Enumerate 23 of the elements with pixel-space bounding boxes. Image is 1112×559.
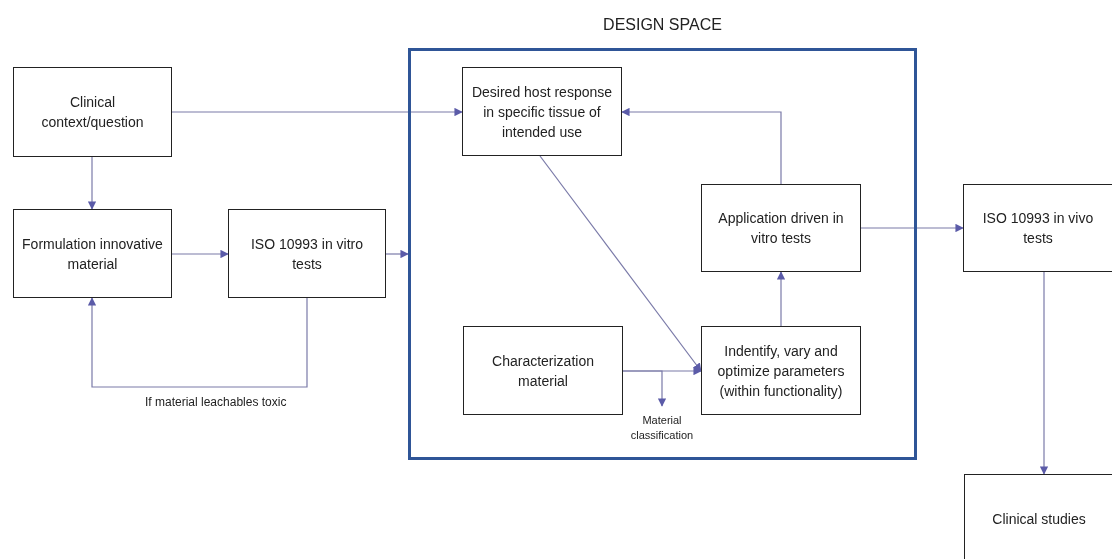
arrow — [539, 155, 702, 372]
process-box: ISO 10993 in vivo tests — [963, 184, 1112, 272]
arrow — [622, 370, 667, 407]
process-box: Clinical studies — [964, 474, 1112, 559]
process-box: Clinical context/question — [13, 67, 172, 157]
arrow — [1039, 271, 1049, 475]
process-box: ISO 10993 in vitro tests — [228, 209, 386, 298]
note-text: Material classification — [625, 406, 699, 450]
edge-label: If material leachables toxic — [145, 395, 287, 409]
frame-heading: DESIGN SPACE — [602, 15, 723, 35]
arrow — [87, 156, 97, 210]
process-box: Desired host response in specific tissue of intended use — [462, 67, 622, 156]
arrow — [171, 249, 229, 259]
arrow — [87, 297, 308, 388]
arrow — [621, 107, 782, 185]
arrow — [171, 107, 463, 117]
process-box: Application driven in vitro tests — [701, 184, 861, 272]
arrow — [776, 271, 786, 327]
process-box: Indentify, vary and optimize parameters (within functionality) — [701, 326, 861, 415]
arrow — [385, 249, 409, 259]
arrow — [860, 223, 964, 233]
process-box: Formulation innovative material — [13, 209, 172, 298]
process-box: Characterization material — [463, 326, 623, 415]
